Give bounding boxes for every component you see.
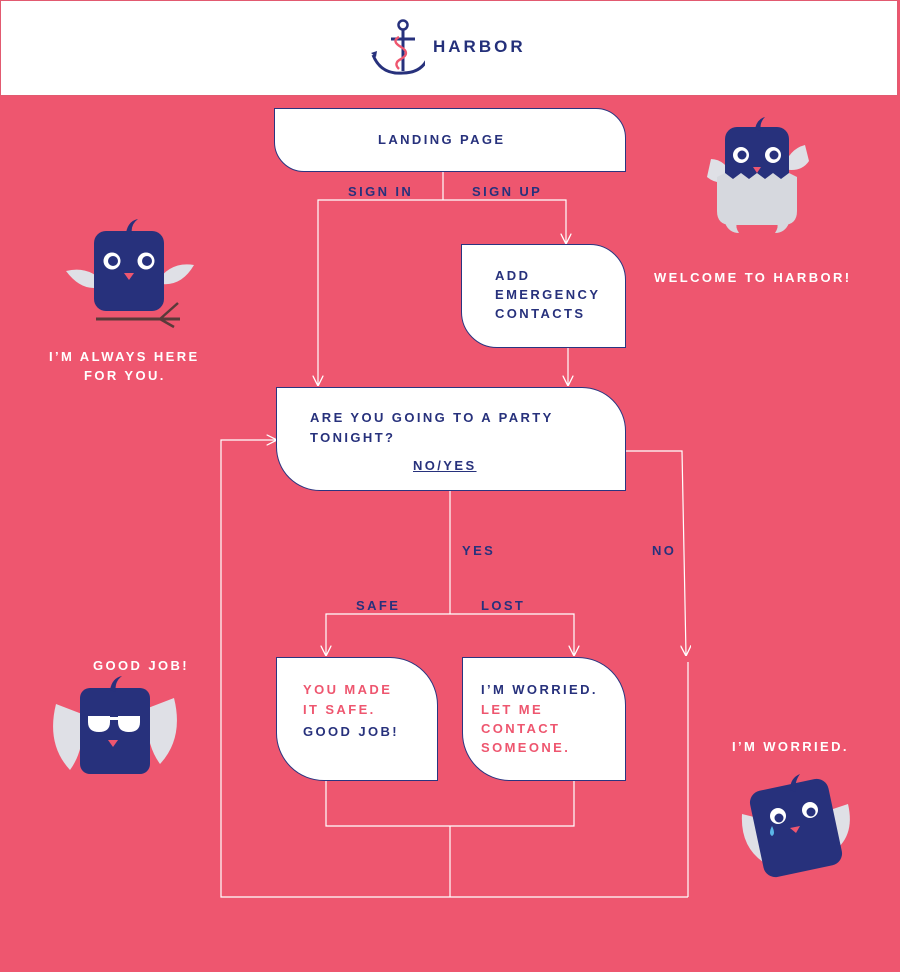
edge-label-no: NO <box>652 543 677 558</box>
caption-welcome: WELCOME TO HARBOR! <box>654 270 852 285</box>
caption-good-job: GOOD JOB! <box>93 658 189 673</box>
edge-label-sign-up: SIGN UP <box>472 184 543 199</box>
caption-always-here-1: I’M ALWAYS HERE <box>49 349 200 364</box>
safe-line-1: YOU MADE <box>303 682 393 697</box>
party-question-line-2: TONIGHT? <box>310 430 396 445</box>
caption-worried: I’M WORRIED. <box>732 739 849 754</box>
edge-label-safe: SAFE <box>356 598 401 613</box>
brand-title: HARBOR <box>433 37 526 56</box>
party-question-node: ARE YOU GOING TO A PARTY TONIGHT? NO/YES <box>276 387 626 491</box>
safe-line-3: GOOD JOB! <box>303 724 399 739</box>
perched-mascot-icon <box>66 219 194 329</box>
worried-node: I’M WORRIED. LET ME CONTACT SOMEONE. <box>462 657 626 781</box>
anchor-icon <box>371 19 425 75</box>
landing-page-node: LANDING PAGE <box>274 108 626 172</box>
worried-line-4: SOMEONE. <box>481 740 571 755</box>
worried-mascot-icon <box>741 774 850 878</box>
edge-label-lost: LOST <box>481 598 526 613</box>
emergency-line-1: ADD <box>495 268 531 283</box>
landing-page-label: LANDING PAGE <box>378 132 506 147</box>
header: HARBOR <box>0 0 898 96</box>
cool-mascot-icon <box>53 676 177 774</box>
welcome-mascot-icon <box>707 117 809 233</box>
emergency-line-2: EMERGENCY <box>495 287 601 302</box>
worried-line-3: CONTACT <box>481 721 561 736</box>
edge-label-yes: YES <box>462 543 496 558</box>
emergency-line-3: CONTACTS <box>495 306 586 321</box>
emergency-contacts-node: ADD EMERGENCY CONTACTS <box>461 244 626 348</box>
no-yes-link[interactable]: NO/YES <box>413 458 477 473</box>
party-question-line-1: ARE YOU GOING TO A PARTY <box>310 410 554 425</box>
safe-line-2: IT SAFE. <box>303 702 376 717</box>
worried-line-1: I’M WORRIED. <box>481 682 598 697</box>
worried-line-2: LET ME <box>481 702 544 717</box>
caption-always-here-2: FOR YOU. <box>84 368 166 383</box>
safe-node: YOU MADE IT SAFE. GOOD JOB! <box>276 657 438 781</box>
edge-label-sign-in: SIGN IN <box>348 184 414 199</box>
